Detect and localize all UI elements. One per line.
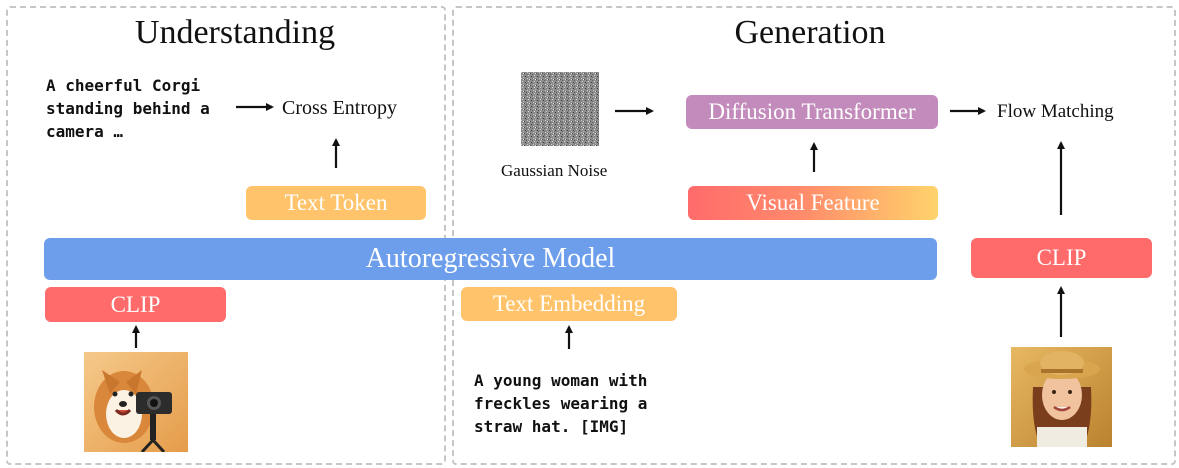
diffusion-transformer-box: Diffusion Transformer: [686, 95, 938, 129]
generation-panel: [452, 6, 1176, 465]
generation-title: Generation: [734, 14, 886, 51]
understanding-clip-box: CLIP: [45, 287, 226, 322]
cross-entropy-label: Cross Entropy: [282, 97, 397, 119]
autoregressive-model-box: Autoregressive Model: [44, 238, 937, 280]
understanding-title: Understanding: [134, 14, 336, 51]
understanding-panel: [6, 6, 446, 465]
woman-straw-hat-image: [1011, 347, 1112, 447]
corgi-caption-text: A cheerful Corgi standing behind a camer…: [46, 76, 210, 141]
flow-matching-label: Flow Matching: [997, 101, 1114, 122]
visual-feature-box: Visual Feature: [688, 186, 938, 220]
gaussian-noise-image: [521, 72, 599, 146]
corgi-with-camera-image: [84, 352, 188, 452]
woman-prompt-text: A young woman with freckles wearing a st…: [474, 371, 648, 436]
text-token-box: Text Token: [246, 186, 426, 220]
gaussian-noise-label: Gaussian Noise: [501, 161, 608, 180]
text-embedding-box: Text Embedding: [461, 287, 677, 321]
generation-clip-box: CLIP: [971, 238, 1152, 278]
